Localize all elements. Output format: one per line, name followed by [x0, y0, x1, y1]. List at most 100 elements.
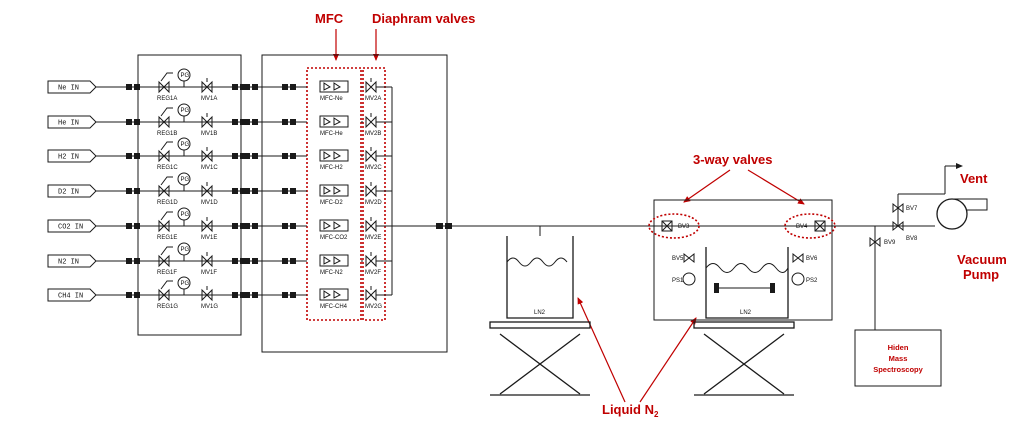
gas-inlet-label: N2 IN — [58, 259, 79, 267]
gas-inlet-label: H2 IN — [58, 154, 79, 162]
gauge-label: PG — [181, 73, 190, 79]
regulator-icon[interactable] — [158, 211, 173, 233]
diaphragm-valve-icon[interactable] — [365, 78, 392, 94]
diaphragm-highlight — [362, 67, 386, 321]
mass-flow-controller-icon[interactable] — [319, 115, 349, 128]
pipe-fitting — [126, 188, 140, 194]
manual-valve-icon[interactable] — [201, 113, 213, 129]
pipe-fitting — [244, 223, 250, 229]
pipe-fitting — [126, 153, 140, 159]
three-way-valves-annotation: 3-way valves — [693, 152, 773, 167]
valve-bv8[interactable] — [892, 220, 904, 232]
three-way-valve-bv4[interactable] — [814, 220, 826, 232]
trap-coil-right — [770, 283, 775, 293]
manual-valve-label: MV1B — [201, 131, 217, 137]
pressure-gauge-icon — [177, 103, 191, 117]
regulator-panel-box — [137, 54, 242, 336]
pipe-fitting — [232, 292, 246, 298]
regulator-icon[interactable] — [158, 141, 173, 163]
diaphragm-valve-label: MV2G — [365, 304, 382, 310]
mfc-label: MFC-H2 — [320, 165, 343, 171]
pipe-fitting — [252, 223, 258, 229]
regulator-label: REG1B — [157, 131, 177, 137]
gas-inlet-tag — [47, 184, 97, 198]
diaphragm-valve-icon[interactable] — [365, 252, 392, 268]
mass-flow-controller-icon[interactable] — [319, 219, 349, 232]
ps1-label: PS1 — [672, 278, 684, 284]
gas-inlet-label: D2 IN — [58, 189, 79, 197]
vacuum-pump-label-2: Pump — [963, 267, 999, 282]
vent-annotation: Vent — [960, 171, 988, 186]
vacuum-pump-label-1: Vacuum — [957, 252, 1007, 267]
pipe-fitting — [126, 258, 140, 264]
gauge-label: PG — [181, 177, 190, 183]
pipe-fitting — [290, 188, 296, 194]
mass-flow-controller-icon[interactable] — [319, 254, 349, 267]
pipe-fitting — [252, 258, 258, 264]
pipe-fitting — [290, 153, 296, 159]
regulator-icon[interactable] — [158, 176, 173, 198]
pressure-gauge-icon — [177, 207, 191, 221]
manual-valve-icon[interactable] — [201, 252, 213, 268]
ps1-gauge-icon — [682, 272, 696, 286]
manual-valve-icon[interactable] — [201, 147, 213, 163]
bv5-label: BV5 — [672, 256, 684, 262]
bv9-label: BV9 — [884, 240, 896, 246]
diaphragm-valve-icon[interactable] — [365, 217, 392, 233]
pipe-fitting — [232, 84, 246, 90]
bv3-highlight — [648, 213, 700, 239]
regulator-icon[interactable] — [158, 72, 173, 94]
mass-flow-controller-icon[interactable] — [319, 80, 349, 93]
gas-inlet-tag — [47, 115, 97, 129]
pipe-fitting — [244, 188, 250, 194]
bv6-label: BV6 — [806, 256, 818, 262]
three-way-arrow-left — [683, 169, 731, 203]
diaphragm-valve-icon[interactable] — [365, 147, 392, 163]
pipe-fitting — [244, 119, 250, 125]
liquid-n2-arrow-right — [639, 317, 697, 403]
regulator-icon[interactable] — [158, 246, 173, 268]
diaphragm-valve-icon[interactable] — [365, 113, 392, 129]
pipe-fitting — [126, 223, 140, 229]
mass-flow-controller-icon[interactable] — [319, 184, 349, 197]
pressure-gauge-icon — [177, 68, 191, 82]
dewar1-lift-scissor — [499, 333, 581, 395]
three-way-valve-bv3[interactable] — [661, 220, 673, 232]
liquid-n2-annotation: Liquid N2 — [602, 402, 659, 419]
valve-bv9[interactable] — [869, 236, 881, 248]
mfc-panel-box — [261, 54, 448, 353]
mass-flow-controller-icon[interactable] — [319, 149, 349, 162]
gas-inlet-tag — [47, 254, 97, 268]
diaphragm-valve-icon[interactable] — [365, 286, 392, 302]
diaphragm-valve-icon[interactable] — [365, 182, 392, 198]
manual-valve-icon[interactable] — [201, 78, 213, 94]
valve-bv5[interactable] — [683, 252, 695, 264]
manual-valve-label: MV1F — [201, 270, 217, 276]
valve-bv6[interactable] — [792, 252, 804, 264]
manual-valve-icon[interactable] — [201, 217, 213, 233]
diaphragm-valve-label: MV2D — [365, 200, 382, 206]
mfc-label: MFC-He — [320, 131, 343, 137]
dewar1-platform — [489, 321, 591, 329]
mass-flow-controller-icon[interactable] — [319, 288, 349, 301]
manual-valve-icon[interactable] — [201, 182, 213, 198]
manual-valve-label: MV1G — [201, 304, 218, 310]
dewar2-lift-scissor — [703, 333, 785, 395]
manual-valve-icon[interactable] — [201, 286, 213, 302]
manual-valve-label: MV1C — [201, 165, 218, 171]
mfc-label: MFC-D2 — [320, 200, 343, 206]
pressure-gauge-icon — [177, 172, 191, 186]
regulator-icon[interactable] — [158, 107, 173, 129]
gauge-label: PG — [181, 142, 190, 148]
valve-bv7[interactable] — [892, 202, 904, 214]
pipe-fitting — [126, 84, 140, 90]
gas-inlet-tag — [47, 288, 97, 302]
pipe-fitting — [252, 153, 258, 159]
pipe-fitting — [282, 153, 288, 159]
regulator-icon[interactable] — [158, 280, 173, 302]
manual-valve-label: MV1A — [201, 96, 217, 102]
pipe-fitting — [232, 119, 246, 125]
